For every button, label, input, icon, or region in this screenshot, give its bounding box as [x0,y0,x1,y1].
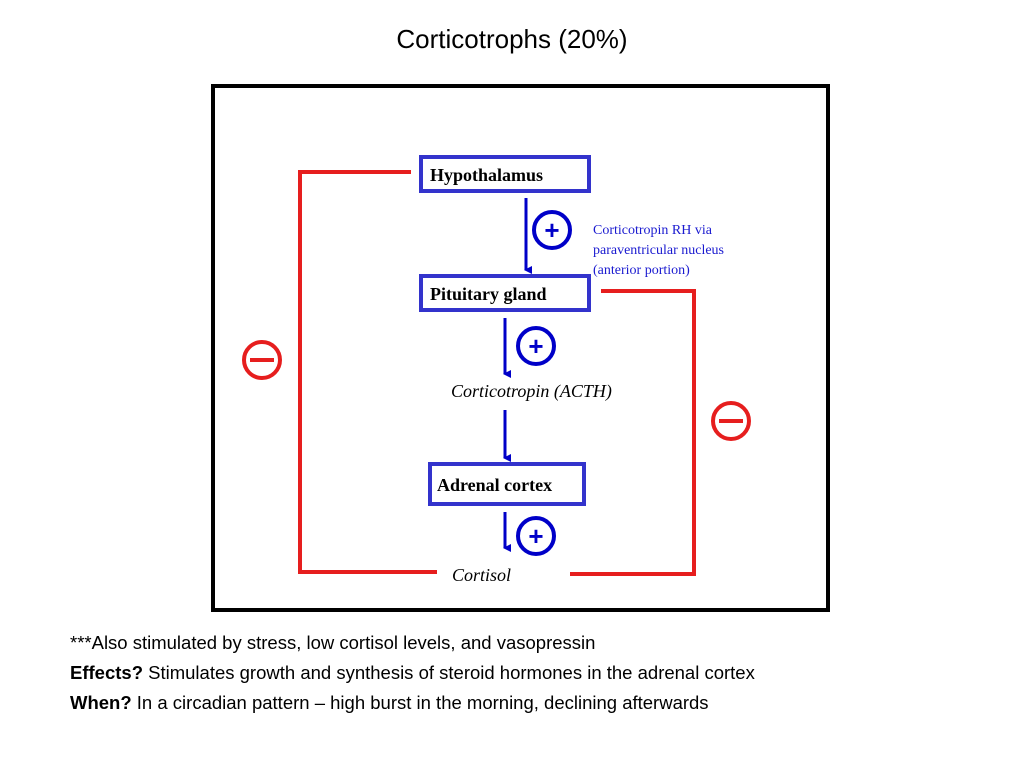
when-label: When? [70,692,132,713]
feedback-loop-left [298,170,437,574]
stimulation-sign-1: + [532,210,572,250]
when-text: In a circadian pattern – high burst in t… [131,692,709,713]
note-effects: Effects? Stimulates growth and synthesis… [70,658,755,688]
hypothalamus-box [419,155,591,193]
adrenal-box [428,462,586,506]
stimulation-sign-3: + [516,516,556,556]
note-stimuli: ***Also stimulated by stress, low cortis… [70,632,596,653]
pituitary-label: Pituitary gland [430,284,547,304]
slide-title: Corticotrophs (20%) [396,24,628,54]
inhibition-sign-left [242,340,282,380]
note-when: When? In a circadian pattern – high burs… [70,688,755,718]
inhibition-sign-right [711,401,751,441]
hypothalamus-label: Hypothalamus [430,165,543,185]
crh-annotation-line-2: paraventricular nucleus [593,243,724,258]
svg-text:+: + [528,331,543,361]
crh-annotation-line-1: Corticotropin RH via [593,223,713,238]
effects-label: Effects? [70,662,143,683]
notes: ***Also stimulated by stress, low cortis… [70,628,755,718]
svg-text:+: + [528,521,543,551]
adrenal-label: Adrenal cortex [437,475,552,495]
acth-label: Corticotropin (ACTH) [451,381,612,402]
effects-text: Stimulates growth and synthesis of stero… [143,662,755,683]
diagram-frame [211,84,830,612]
pituitary-box [419,274,591,312]
stimulation-sign-2: + [516,326,556,366]
cortisol-label: Cortisol [452,565,511,585]
svg-text:+: + [544,215,559,245]
crh-annotation-line-3: (anterior portion) [593,263,690,278]
feedback-loop-right [570,289,696,576]
